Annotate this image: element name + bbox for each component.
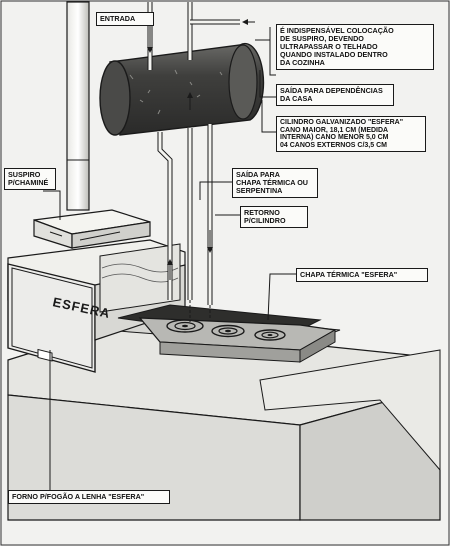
galvanized-cylinder (99, 42, 265, 136)
chimney (66, 1, 90, 211)
burner-rings (166, 319, 286, 341)
label-cilindro: CILINDRO GALVANIZADO "ESFERA" CANO MAIOR… (276, 116, 426, 153)
label-entrada: ENTRADA (96, 12, 154, 26)
label-suspiro-chamine: SUSPIRO P/CHAMINÉ (4, 168, 56, 190)
flow-arrows (147, 19, 255, 280)
leader-lines (43, 19, 296, 490)
thermal-plate (138, 317, 337, 363)
label-suspiro-note: É INDISPENSÁVEL COLOCAÇÃO DE SUSPIRO, DE… (276, 24, 434, 70)
label-retorno: RETORNO P/CILINDRO (240, 206, 308, 228)
label-saida-dependencias: SAÍDA PARA DEPENDÊNCIAS DA CASA (276, 84, 394, 106)
burner-icon (166, 319, 204, 333)
wood-stove-oven (7, 239, 186, 373)
burner-icon (254, 329, 286, 341)
label-forno: FORNO P/FOGÃO A LENHA "ESFERA" (8, 490, 170, 504)
oven-hood (33, 209, 151, 249)
label-saida-chapa: SAÍDA PARA CHAPA TÉRMICA OU SERPENTINA (232, 168, 318, 198)
burner-icon (211, 324, 245, 338)
label-chapa-termica: CHAPA TÉRMICA "ESFERA" (296, 268, 428, 282)
